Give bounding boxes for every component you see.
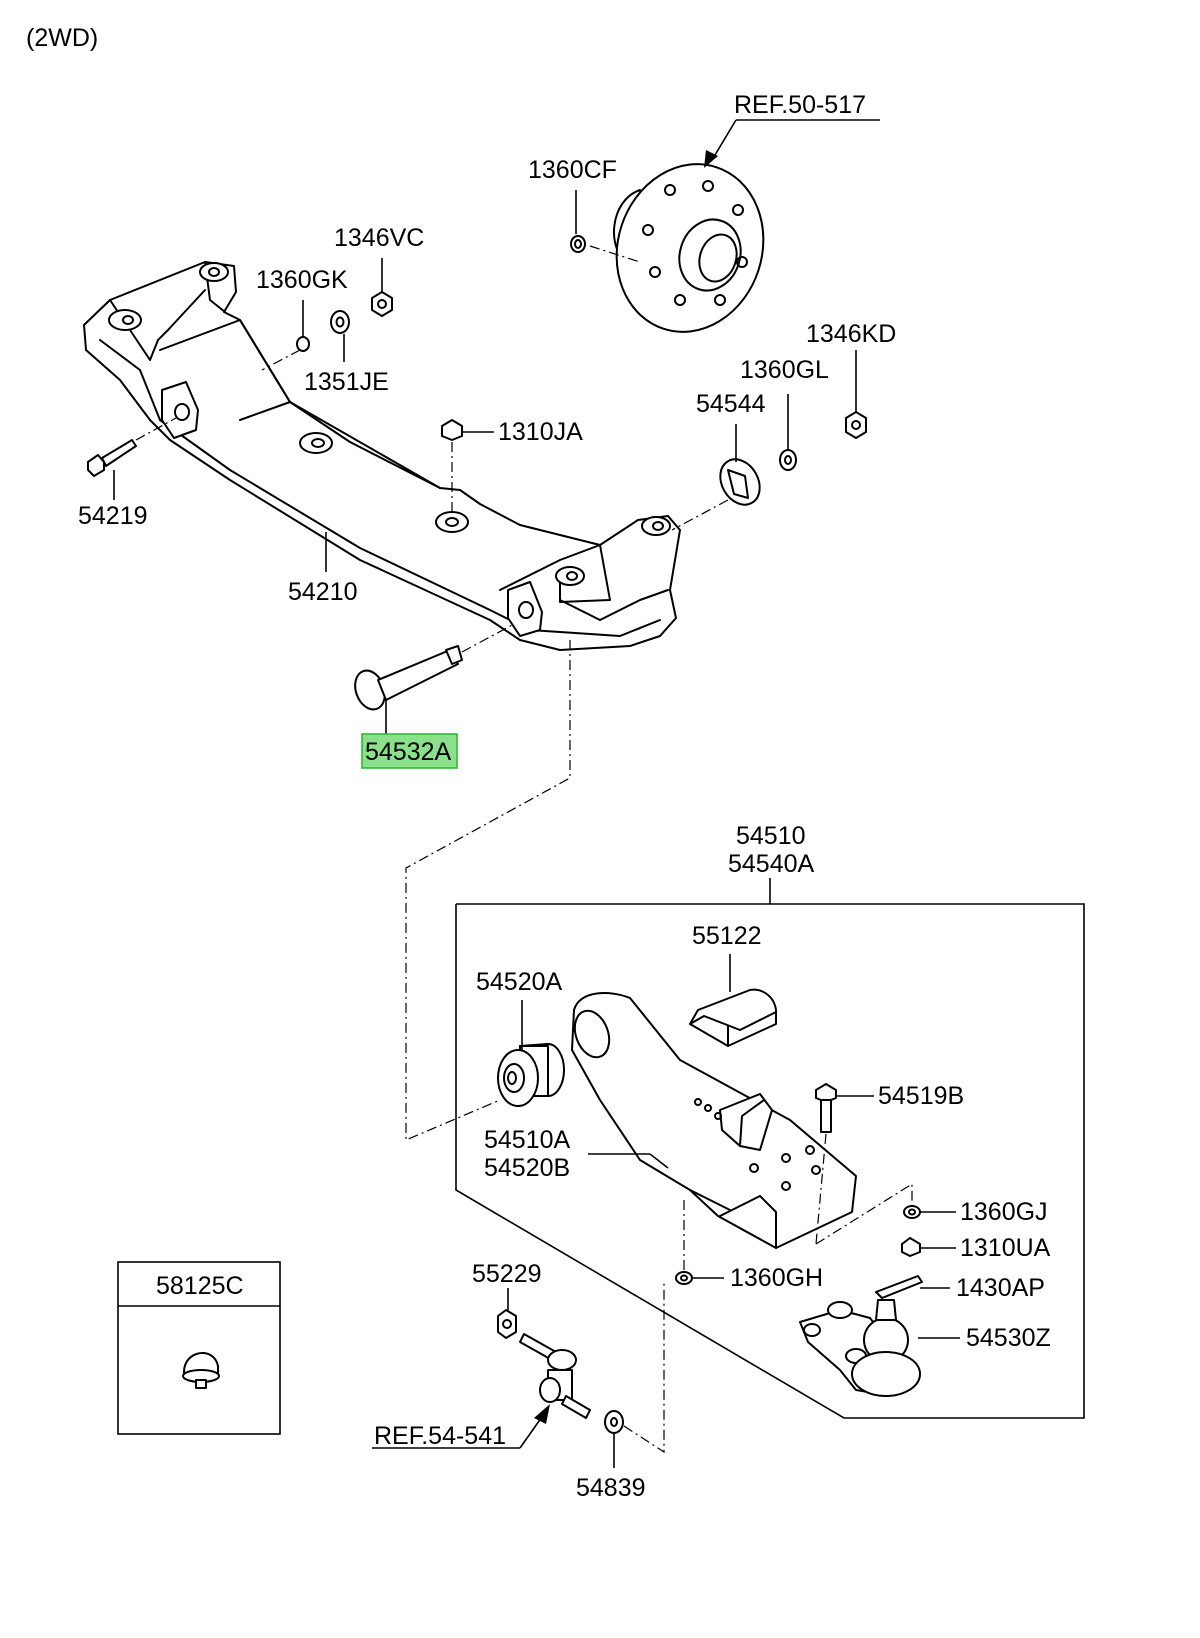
hub-assembly: [589, 163, 765, 333]
cap-54544: [671, 424, 761, 531]
nut-1346vc: [371, 258, 393, 317]
label-58125c[interactable]: 58125C: [156, 1272, 244, 1300]
bolt-54532a: [354, 623, 515, 736]
label-54519b[interactable]: 54519B: [878, 1082, 964, 1110]
nut-1310ua: [901, 1237, 956, 1257]
label-55122[interactable]: 55122: [692, 922, 762, 950]
cotter-pin-1430ap: [875, 1275, 950, 1299]
label-54532a[interactable]: 54532A: [365, 738, 452, 766]
label-54510[interactable]: 54510: [736, 822, 806, 850]
label-1346kd[interactable]: 1346KD: [806, 320, 896, 348]
ball-joint-54530z: [799, 1299, 960, 1397]
label-54210[interactable]: 54210: [288, 578, 358, 606]
bolt-54219: [87, 417, 177, 500]
label-ref-50-517[interactable]: REF.50-517: [734, 91, 866, 119]
ref-54-541-callout: [372, 1404, 550, 1449]
label-54839[interactable]: 54839: [576, 1474, 646, 1502]
label-1360gj[interactable]: 1360GJ: [960, 1198, 1048, 1226]
lower-arm-box: [455, 878, 1085, 1419]
label-1346vc[interactable]: 1346VC: [334, 224, 424, 252]
label-54520b[interactable]: 54520B: [484, 1154, 570, 1182]
nut-1346kd: [845, 350, 867, 439]
stabilizer-link: [497, 1280, 665, 1468]
ref-50-517-callout: [704, 119, 880, 168]
label-54544[interactable]: 54544: [696, 390, 766, 418]
washer-1351je: [330, 310, 350, 362]
bushing-54520a: [497, 1000, 565, 1107]
label-1360gh[interactable]: 1360GH: [730, 1264, 823, 1292]
label-1360gk[interactable]: 1360GK: [256, 266, 348, 294]
nut-1310ja: [441, 419, 494, 514]
lower-arm-54510a: [571, 992, 857, 1249]
part-box-58125c: [117, 1261, 281, 1435]
cover-55122: [689, 954, 777, 1047]
label-1360gl[interactable]: 1360GL: [740, 356, 829, 384]
label-1310ja[interactable]: 1310JA: [498, 418, 583, 446]
label-1430ap[interactable]: 1430AP: [956, 1274, 1045, 1302]
label-1310ua[interactable]: 1310UA: [960, 1234, 1051, 1262]
label-55229[interactable]: 55229: [472, 1260, 542, 1288]
highlight-54532a: [361, 733, 458, 769]
label-54520a[interactable]: 54520A: [476, 968, 563, 996]
label-1360cf[interactable]: 1360CF: [528, 156, 617, 184]
header-2wd: (2WD): [26, 24, 98, 52]
nut-1360cf: [570, 190, 586, 253]
washer-1360gk: [261, 300, 310, 371]
crossmember-54210: [83, 261, 681, 651]
bolt-54519b: [815, 1083, 874, 1245]
label-ref-54-541[interactable]: REF.54-541: [374, 1422, 506, 1450]
label-54540a[interactable]: 54540A: [728, 850, 815, 878]
label-1351je[interactable]: 1351JE: [304, 368, 389, 396]
washer-1360gl: [779, 394, 797, 471]
label-54510a[interactable]: 54510A: [484, 1126, 571, 1154]
washer-1360gj: [903, 1205, 956, 1219]
label-54530z[interactable]: 54530Z: [966, 1324, 1051, 1352]
washer-1360gh: [675, 1200, 724, 1285]
label-54219[interactable]: 54219: [78, 502, 148, 530]
